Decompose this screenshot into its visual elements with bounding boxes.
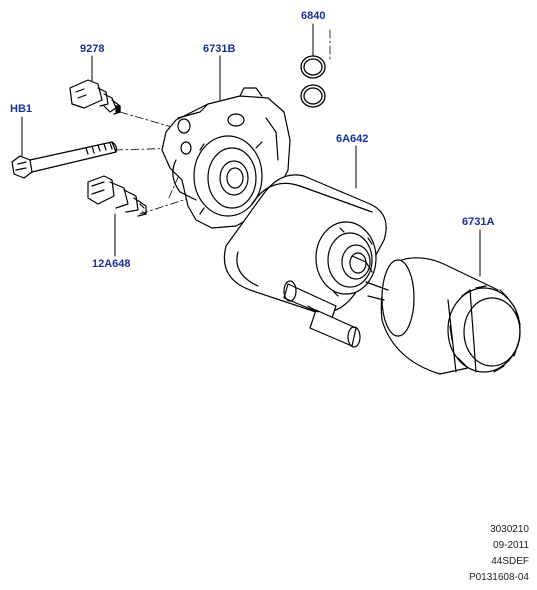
callout-hb1: HB1 — [10, 103, 33, 115]
callout-6731b: 6731B — [203, 43, 236, 55]
callout-9278: 9278 — [80, 43, 105, 55]
meta-line-4: P0131608-04 — [468, 572, 529, 583]
meta-line-1: 3030210 — [490, 524, 529, 535]
callout-6731a: 6731A — [462, 216, 495, 228]
oil-filter-6731a — [365, 257, 521, 375]
o-ring-seals-6840 — [300, 55, 326, 108]
sensor-12a648 — [87, 175, 147, 217]
oil-cooler-6a642 — [223, 174, 387, 348]
leader-lines — [21, 23, 481, 277]
callout-12a648: 12A648 — [92, 258, 131, 270]
oil-filter-housing-6731b — [161, 87, 291, 229]
callout-6a642: 6A642 — [336, 133, 369, 145]
callout-6840: 6840 — [301, 10, 326, 22]
meta-line-3: 44SDEF — [491, 556, 529, 567]
bolt-hb1 — [11, 141, 118, 179]
meta-line-2: 09-2011 — [493, 540, 529, 551]
sensor-9278 — [69, 79, 121, 115]
